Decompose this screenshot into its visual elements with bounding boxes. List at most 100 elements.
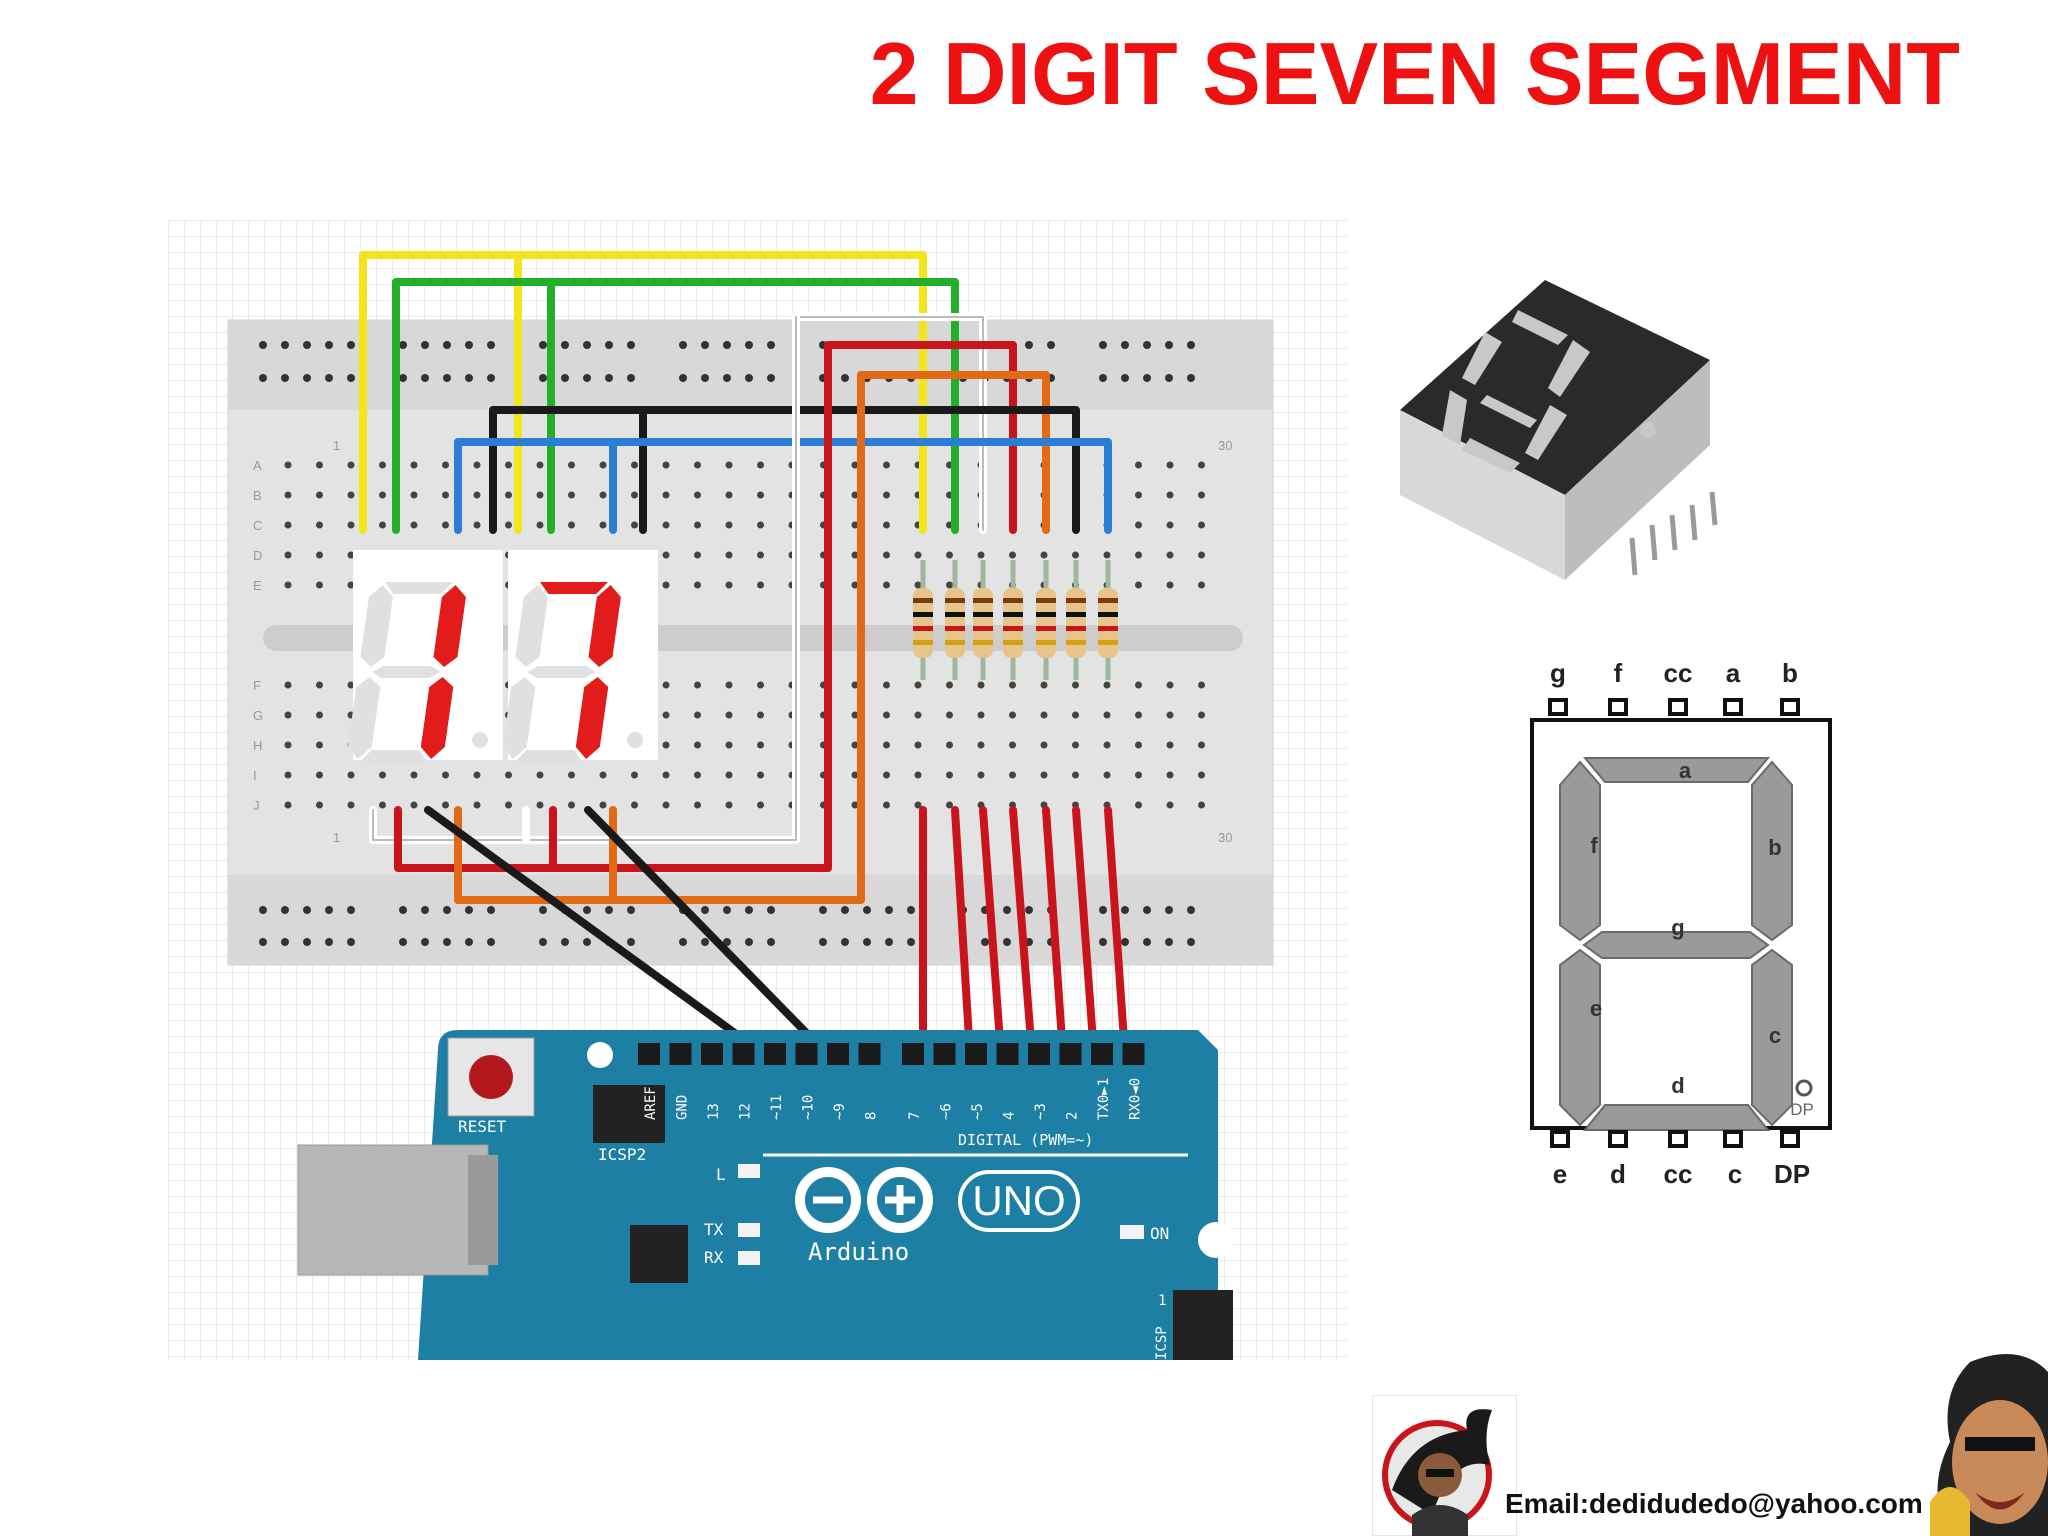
resistor-band [1066, 626, 1086, 631]
hole [977, 741, 985, 749]
hole [745, 938, 753, 946]
resistor-band [973, 640, 993, 645]
hole [631, 801, 638, 809]
hole [379, 521, 386, 529]
hole [465, 374, 473, 382]
hole [1165, 938, 1173, 946]
hole [347, 341, 355, 349]
digital-label: DIGITAL (PWM=~) [958, 1131, 1093, 1149]
header-pin-label: ~3 [1033, 1103, 1049, 1120]
header-pin-label: GND [675, 1095, 691, 1120]
hole [662, 771, 670, 779]
hole [1099, 906, 1107, 914]
hole [1099, 374, 1107, 382]
hole [281, 906, 289, 914]
hole [1025, 341, 1033, 349]
header-pin [1122, 1043, 1145, 1065]
pin-label-bottom: DP [1774, 1159, 1810, 1189]
hole [1143, 341, 1151, 349]
hole [725, 461, 733, 469]
hole [745, 341, 753, 349]
hole [723, 906, 731, 914]
hole [1187, 938, 1195, 946]
hole [1135, 521, 1142, 529]
hole [851, 711, 859, 719]
hole [442, 521, 449, 529]
hole [442, 771, 449, 779]
hole [841, 906, 849, 914]
hole [946, 681, 953, 689]
hole [303, 938, 311, 946]
segment-labels: a b c d e f g [1590, 758, 1782, 1098]
hole [1166, 741, 1174, 749]
resistor-band [913, 626, 933, 631]
on-label: ON [1150, 1224, 1169, 1243]
header-pin-label: RX0◄0 [1128, 1078, 1144, 1120]
hole [1121, 341, 1129, 349]
hole [767, 938, 775, 946]
arduino-brand: Arduino [808, 1238, 909, 1266]
hole [883, 681, 890, 689]
hole [325, 374, 333, 382]
hole [284, 801, 292, 809]
resistor-band [1098, 640, 1118, 645]
hole [767, 341, 775, 349]
hole [1165, 374, 1173, 382]
row-letter: E [253, 578, 262, 593]
hole [851, 461, 859, 469]
segment-d [359, 750, 428, 762]
hole [347, 551, 355, 559]
hole [487, 938, 495, 946]
top-pin-labels: g f cc a b [1550, 658, 1798, 688]
wire-orange [857, 371, 1050, 534]
hole [421, 374, 429, 382]
hole [316, 581, 323, 589]
hole [725, 491, 733, 499]
hole [694, 551, 701, 559]
segment-g [527, 666, 596, 678]
resistor-band [1066, 598, 1086, 603]
header-pin-label: ~11 [769, 1095, 785, 1120]
reset-button[interactable]: RESET [447, 1037, 535, 1136]
segment-label: f [1590, 833, 1598, 858]
hole [662, 551, 670, 559]
hole [1187, 341, 1195, 349]
wire-white [795, 316, 984, 531]
hole [281, 341, 289, 349]
hole [631, 521, 638, 529]
hole [863, 938, 871, 946]
header-pin [638, 1043, 660, 1065]
segment-g [1582, 931, 1770, 959]
header-pin [795, 1043, 818, 1065]
arduino-logo [795, 1167, 1080, 1233]
hole [1121, 938, 1129, 946]
hole [1047, 341, 1055, 349]
hole [284, 461, 292, 469]
wire-red [979, 806, 1005, 1059]
breadboard-row-letters: A B C D E F G H I J [253, 458, 263, 813]
hole [1166, 711, 1174, 719]
hole [347, 461, 355, 469]
hole [443, 341, 451, 349]
hole [281, 374, 289, 382]
hole [977, 771, 985, 779]
hole [1135, 771, 1142, 779]
row-letter: H [253, 738, 262, 753]
hole [410, 801, 418, 809]
hole [883, 771, 890, 779]
resistor-band [973, 626, 993, 631]
hole [316, 681, 323, 689]
hole [1187, 906, 1195, 914]
hole [284, 581, 292, 589]
wire-red [1072, 806, 1098, 1059]
hole [757, 771, 764, 779]
hole [399, 374, 407, 382]
hole [679, 341, 687, 349]
hole [1103, 681, 1111, 689]
hole [767, 906, 775, 914]
hole [1135, 581, 1142, 589]
header-pin [996, 1043, 1019, 1065]
row-letter: F [253, 678, 261, 693]
hole [662, 461, 670, 469]
hole [473, 771, 481, 779]
